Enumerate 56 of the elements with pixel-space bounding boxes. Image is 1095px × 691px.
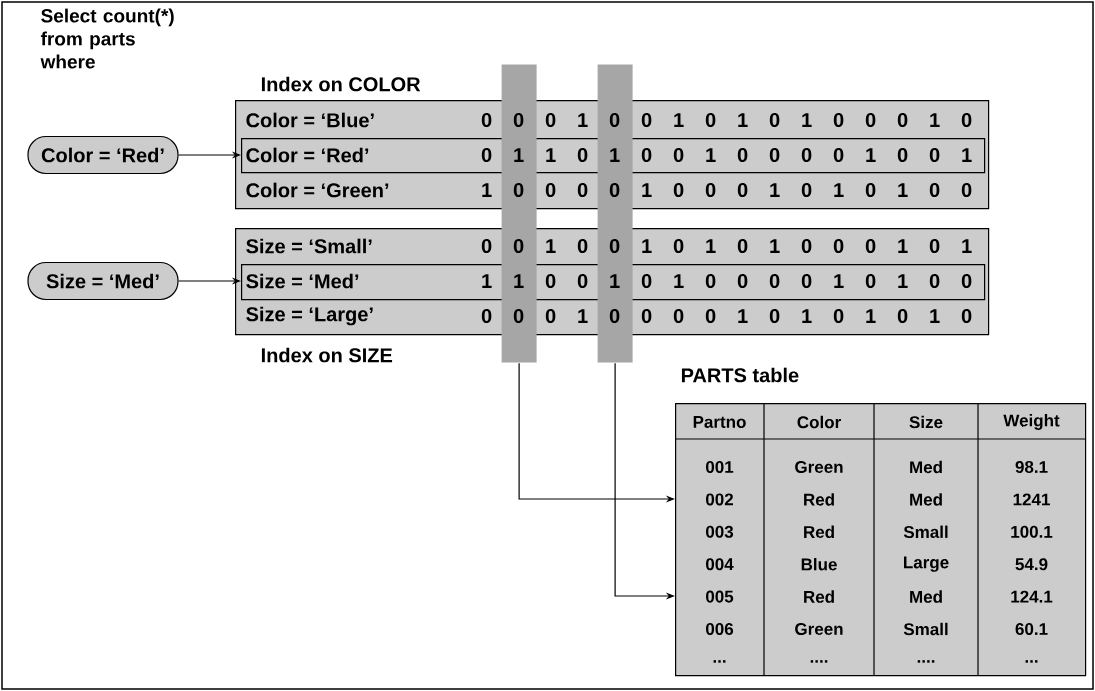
highlighted-row-box: [241, 138, 986, 174]
table-cell: Blue: [801, 557, 837, 571]
table-cell: Green: [795, 461, 843, 474]
table-cell: 98.1: [1015, 461, 1048, 474]
table-cell: 005: [706, 590, 734, 603]
index-heading: Index on SIZE: [261, 347, 393, 363]
table-cell: 001: [706, 461, 734, 474]
bit-column-bar: [597, 64, 633, 363]
table-cell: Red: [804, 590, 834, 603]
table-cell: Large: [904, 556, 949, 572]
bit-string: 0 0 0 1 0 0 1 0 1 0 1 0 0 0 1 0: [481, 112, 972, 128]
parts-table: [675, 403, 1087, 677]
table-cell: Red: [804, 493, 834, 506]
bit-string: 0 0 1 0 0 1 0 1 0 1 0 0 0 1 0 1: [481, 238, 972, 254]
table-cell: 002: [706, 493, 733, 506]
table-cell: Med: [910, 460, 942, 474]
table-cell: ...: [1025, 660, 1038, 663]
table-cell: Small: [903, 622, 948, 636]
bit-string: 1 1 0 0 1 0 1 0 0 0 0 1 0 1 0 0: [482, 273, 972, 289]
condition-pill: Color = ‘Red’: [27, 135, 179, 175]
row-label: Color = ‘Red’: [246, 147, 369, 163]
table-header-cell: Size: [909, 415, 943, 429]
table-cell: 003: [706, 525, 734, 538]
table-cell: 54.9: [1015, 558, 1048, 571]
table-cell: Med: [910, 590, 942, 603]
bit-string: 1 0 0 0 0 1 0 0 0 1 0 1 0 1 0 0: [482, 182, 972, 198]
table-cell: Small: [903, 525, 948, 539]
table-cell: ....: [917, 660, 935, 663]
row-label: Color = ‘Green’: [246, 182, 389, 198]
table-heading: PARTS table: [681, 367, 799, 383]
row-label: Size = ‘Large’: [246, 306, 373, 326]
bit-string: 0 0 0 1 0 0 0 0 1 0 1 0 1 0 1 0: [481, 308, 972, 324]
table-header-cell: Color: [797, 415, 841, 429]
table-cell: Med: [910, 493, 942, 506]
bit-column-bar: [501, 64, 537, 363]
bitmap-index-box: [235, 228, 990, 336]
table-cell: 60.1: [1015, 623, 1048, 636]
row-label: Size = ‘Small’: [246, 238, 372, 254]
table-cell: 004: [706, 558, 734, 571]
table-cell: 1241: [1013, 493, 1050, 506]
table-cell: Red: [804, 525, 834, 539]
table-cell: ...: [713, 660, 726, 663]
condition-pill: Size = ‘Med’: [27, 261, 179, 301]
table-header-cell: Partno: [693, 416, 746, 428]
row-label: Color = ‘Blue’: [246, 112, 374, 128]
highlighted-row-box: [241, 264, 986, 301]
bit-string: 0 1 1 0 1 0 0 1 0 0 0 0 1 0 0 1: [481, 147, 972, 163]
row-label: Size = ‘Med’: [246, 273, 359, 289]
table-cell: 100.1: [1011, 525, 1053, 538]
table-cell: 124.1: [1011, 590, 1053, 603]
index-heading: Index on COLOR: [261, 76, 421, 92]
query-text: Select count(*) from parts where: [40, 8, 174, 69]
table-cell: 006: [706, 623, 734, 636]
table-cell: Green: [795, 623, 843, 636]
table-header-cell: Weight: [1003, 414, 1060, 430]
table-cell: ....: [810, 660, 828, 663]
